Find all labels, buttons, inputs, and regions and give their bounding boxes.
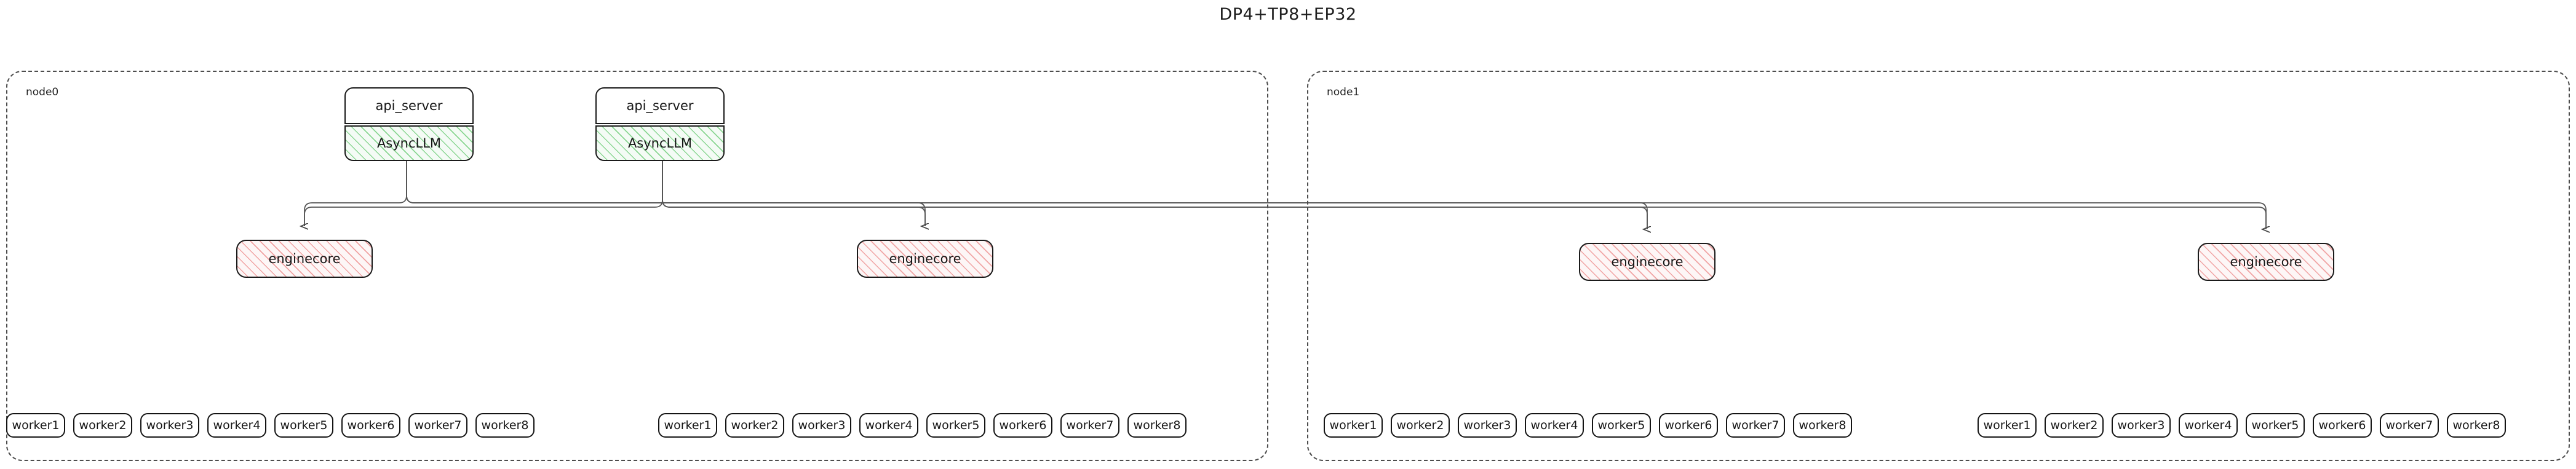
node-label-node1: node1 <box>1327 86 1360 98</box>
page-title: DP4+TP8+EP32 <box>1219 5 1357 24</box>
api-server-box-0[interactable]: api_server <box>344 87 474 124</box>
asyncllm-box-1[interactable]: AsyncLLM <box>595 125 725 161</box>
node-container-node1 <box>1307 71 2570 461</box>
enginecore-box-3[interactable]: enginecore <box>2198 243 2334 281</box>
enginecore-box-2[interactable]: enginecore <box>1579 243 1715 281</box>
node-container-node0 <box>6 71 1268 461</box>
api-server-box-1[interactable]: api_server <box>595 87 725 124</box>
enginecore-box-1[interactable]: enginecore <box>857 240 993 278</box>
asyncllm-box-0[interactable]: AsyncLLM <box>344 125 474 161</box>
enginecore-box-0[interactable]: enginecore <box>236 240 373 278</box>
node-label-node0: node0 <box>26 86 59 98</box>
